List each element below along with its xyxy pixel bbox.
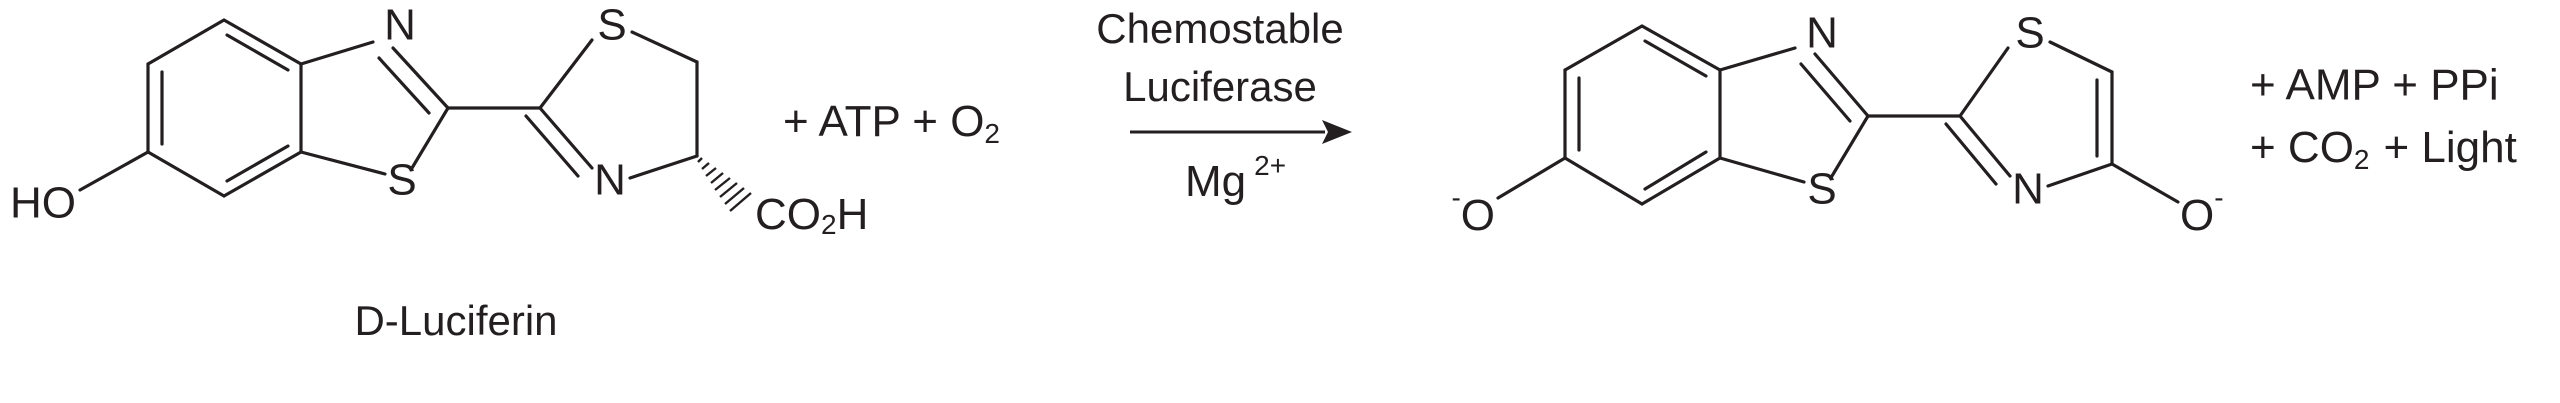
enolate-charge: - xyxy=(2214,182,2223,213)
bond xyxy=(1830,114,1870,178)
bond xyxy=(1640,156,1722,206)
bond xyxy=(391,46,450,110)
bond xyxy=(538,106,594,170)
atom-label-n: N xyxy=(1806,9,1838,58)
bond xyxy=(1496,156,1567,200)
bond xyxy=(1944,122,1998,186)
bond xyxy=(1563,156,1644,206)
reactant-name: D-Luciferin xyxy=(354,297,557,344)
carboxyl-subscript: 2 xyxy=(821,209,837,240)
d-luciferin-structure: N S S N HO CO2H xyxy=(10,1,868,241)
plus-sign: + xyxy=(783,97,809,146)
bond xyxy=(410,106,450,170)
bond xyxy=(146,18,226,66)
atom-label-s: S xyxy=(387,156,416,205)
co2-subscript: 2 xyxy=(2354,144,2370,175)
atom-label-carboxyl: CO2H xyxy=(755,190,868,241)
bond xyxy=(225,144,290,183)
bond xyxy=(628,154,699,180)
bond xyxy=(299,40,375,66)
arrow-head xyxy=(1322,120,1352,144)
bond xyxy=(2110,162,2180,204)
reaction-arrow: Chemostable Luciferase Mg 2+ xyxy=(1096,5,1352,206)
magnesium-label: Mg xyxy=(1185,157,1246,206)
by-products-line-1: + AMP + PPi xyxy=(2250,61,2499,110)
bond xyxy=(1643,150,1708,191)
magnesium-charge: 2+ xyxy=(1254,150,1286,181)
phenoxide-charge: - xyxy=(1451,182,1460,213)
atom-label-n: N xyxy=(384,1,416,50)
bond xyxy=(1718,156,1806,184)
bond xyxy=(222,150,303,198)
carboxyl-co: CO xyxy=(755,190,821,239)
atom-label-n: N xyxy=(2012,165,2044,214)
oxygen-subscript: 2 xyxy=(984,118,1000,149)
enzyme-label-line-2: Luciferase xyxy=(1123,63,1317,110)
oxyluciferin-structure: N S S N -O O- xyxy=(1451,9,2223,240)
bond xyxy=(2046,162,2114,188)
bond xyxy=(1718,46,1797,72)
bond xyxy=(1958,46,2010,118)
light-label: + Light xyxy=(2384,123,2517,172)
bond xyxy=(146,150,226,198)
hashed-wedge-bond xyxy=(697,157,752,212)
bond xyxy=(299,150,387,176)
bond xyxy=(1643,39,1708,78)
bond xyxy=(1799,62,1852,123)
bond xyxy=(78,150,150,192)
bond xyxy=(222,18,303,66)
bond xyxy=(1958,114,2012,178)
atom-label-s: S xyxy=(597,1,626,50)
co2-prefix: + CO xyxy=(2250,123,2354,172)
bond xyxy=(1563,24,1644,72)
bond xyxy=(524,114,580,178)
bond xyxy=(2048,40,2114,74)
bond xyxy=(377,56,431,115)
cofactor-label: Mg 2+ xyxy=(1185,150,1286,205)
bond xyxy=(538,38,594,110)
bond xyxy=(630,30,699,64)
atom-label-s: S xyxy=(1807,165,1836,214)
enolate-oxygen: O xyxy=(2180,191,2214,240)
atom-label-hydroxyl: HO xyxy=(10,179,76,228)
phenoxide-oxygen: O xyxy=(1461,191,1495,240)
atom-label-s: S xyxy=(2015,9,2044,58)
phenoxide-label: -O xyxy=(1451,182,1495,239)
bond xyxy=(225,33,290,72)
enzyme-label-line-1: Chemostable xyxy=(1096,5,1343,52)
by-products-line-2: + CO2 + Light xyxy=(2250,123,2517,176)
bond xyxy=(1813,52,1870,118)
oxygen-label: O xyxy=(950,97,984,146)
carboxyl-h: H xyxy=(837,190,869,239)
atp-label: ATP xyxy=(819,97,901,146)
atom-label-n: N xyxy=(594,156,626,205)
enolate-label: O- xyxy=(2180,182,2224,239)
plus-sign: + xyxy=(912,97,938,146)
bond xyxy=(1640,24,1722,72)
co-reactants: + ATP + O2 xyxy=(783,97,1000,150)
